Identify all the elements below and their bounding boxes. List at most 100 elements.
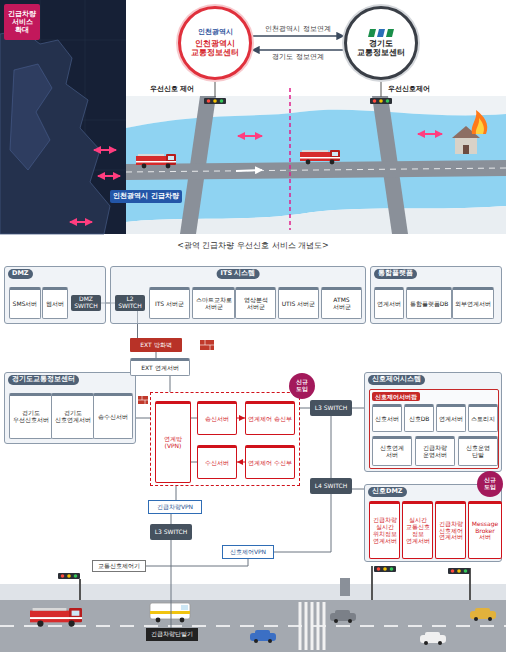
node-text: 교통신호제어기 — [98, 563, 140, 570]
river-scene — [472, 110, 488, 134]
server-box: ITS 서버군 — [149, 287, 190, 319]
node-text: L4 SWITCH — [315, 483, 348, 490]
node-text: Message Broker 서버 — [471, 521, 499, 542]
river-scene — [238, 135, 262, 137]
connector — [352, 408, 364, 409]
service-tag: 긴급차량 서비스 확대 — [4, 4, 40, 40]
node-text: L3 SWITCH — [315, 405, 348, 412]
node-text: 스토리지 — [471, 416, 495, 423]
edge-label: 경기도 정보연계 — [270, 53, 325, 61]
river-scene — [300, 150, 340, 164]
network-firewalls — [200, 340, 214, 350]
group-heading: DMZ — [8, 269, 33, 279]
river-scene — [126, 82, 506, 234]
node-text: 긴급차량VPN — [157, 504, 193, 511]
network-firewalls — [200, 340, 214, 350]
node-text: 연계서버 — [439, 416, 463, 423]
node-text: 수신서버 — [205, 460, 229, 467]
regional-map — [70, 221, 92, 223]
connector — [136, 418, 150, 419]
node-text: 연계서버 — [377, 301, 401, 308]
street-scene — [448, 568, 470, 574]
street-scene — [58, 573, 80, 579]
street-scene — [0, 566, 506, 652]
connector — [171, 540, 172, 628]
street-scene — [371, 566, 373, 600]
vpn-box: 긴급차량VPN — [148, 500, 202, 514]
group-heading: 통합플랫폼 — [374, 269, 417, 279]
connector — [251, 49, 344, 50]
street-scene — [374, 566, 396, 572]
node-text: EXT 방화벽 — [140, 342, 171, 349]
server-box: 긴급차량 운영서버 — [415, 436, 455, 466]
node-text: 신호연계 서버 — [375, 445, 409, 459]
server-box: UTIS 서버군 — [278, 287, 319, 319]
switch-box: L2 SWITCH — [115, 295, 145, 311]
connector — [251, 35, 344, 36]
street-scene — [0, 625, 506, 627]
node-text: 연계제어 수신부 — [248, 460, 292, 467]
server-box: 신호DB — [404, 404, 434, 432]
server-box: 신호운영 단말 — [458, 436, 498, 466]
switch-box: DMZ SWITCH — [71, 295, 101, 311]
node-text: SMS서버 — [13, 301, 38, 308]
node-text: ITS 서버군 — [155, 301, 184, 308]
node-text: DMZ SWITCH — [73, 296, 99, 310]
node-text: 신호DB — [409, 416, 430, 423]
street-scene — [330, 610, 356, 623]
node-text: 연계제어 송신부 — [248, 416, 292, 423]
street-scene — [181, 605, 188, 610]
new-server-box: Message Broker 서버 — [468, 501, 502, 559]
server-box: 경기도 신호연계서버 — [51, 393, 94, 439]
switch-box: L3 SWITCH — [150, 524, 192, 540]
server-box: SMS서버 — [9, 287, 41, 319]
river-scene — [126, 168, 506, 172]
vpn-box: 신호제어VPN — [222, 545, 274, 559]
street-scene — [150, 603, 190, 619]
new-system-region: 신규 도입연계망(VPN)송신서버연계제어 송신부수신서버연계제어 수신부 — [150, 392, 300, 486]
edge-label: 인천광역시 정보연계 — [263, 25, 332, 33]
street-scene — [470, 608, 496, 621]
server-box: 경기도 우선신호서버 — [9, 393, 52, 439]
street-scene — [0, 600, 506, 652]
system-band: 경기도교통정보센터경기도 우선신호서버경기도 신호연계서버송수신서버 — [4, 372, 136, 444]
node-text: 경기도 신호연계서버 — [54, 410, 91, 424]
node-text: 인천광역시 — [198, 29, 233, 36]
server-box: 연계서버 — [436, 404, 466, 432]
node-text: 스마트교차로 서버군 — [195, 297, 232, 311]
river-scene — [126, 110, 506, 222]
street-scene — [156, 618, 161, 623]
street-scene — [300, 602, 324, 650]
connector — [274, 494, 331, 552]
switch-box: L3 SWITCH — [310, 400, 352, 416]
connector — [237, 462, 245, 463]
group-heading: ITS 시스템 — [217, 269, 260, 279]
server-box: 신호서버 — [372, 404, 402, 432]
group-heading: 신호제어서버팜 — [372, 392, 420, 401]
street-scene — [30, 608, 82, 627]
node-text: 외부연계서버 — [455, 301, 491, 308]
system-band: 신호DMZ신규 도입긴급차량 실시간 위치정보 연계서버실시간 교통신호 정보 … — [364, 484, 502, 562]
node-text: 긴급차량 실시간 위치정보 연계서버 — [372, 517, 397, 545]
river-scene — [476, 118, 484, 134]
node-text: 송수신서버 — [98, 414, 128, 421]
node-text: 통합플랫폼DB — [410, 301, 449, 308]
node-text: 긴급차량 신호제어 연계서버 — [438, 521, 463, 542]
node-text: 경기도 교통정보센터 — [353, 39, 409, 57]
center-logo — [368, 29, 376, 37]
node-text: L3 SWITCH — [155, 529, 188, 536]
node-text: 긴급차량단말기 — [151, 631, 193, 638]
new-server-box: 연계제어 수신부 — [245, 445, 295, 479]
connector — [331, 416, 332, 478]
node-text: 긴급차량 서비스 확대 — [6, 10, 38, 34]
street-scene — [180, 618, 185, 623]
system-band: DMZSMS서버웹서버DMZ SWITCH — [4, 266, 106, 324]
server-box: 스마트교차로 서버군 — [192, 287, 235, 319]
group-heading: 신호제어시스템 — [368, 375, 425, 385]
river-scene — [215, 82, 216, 97]
server-box: 송수신서버 — [93, 393, 133, 439]
node-text: 영상분석 서버군 — [238, 297, 273, 311]
node-text: 경기도 우선신호서버 — [12, 410, 49, 424]
street-scene — [0, 584, 506, 600]
